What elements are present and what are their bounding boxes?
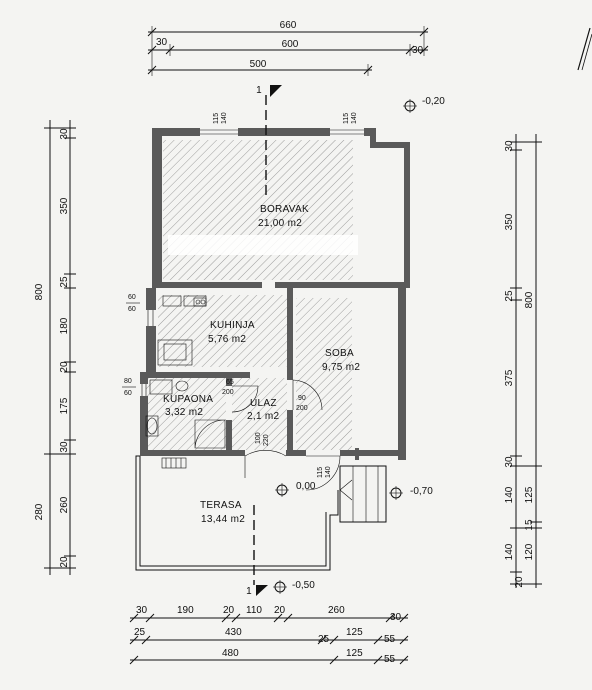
dim-bottom-r2-0: 25: [134, 627, 146, 638]
win-top-right-w: 115: [343, 113, 350, 124]
dim-right-lower-5: 20: [514, 576, 525, 588]
dim-right-seg-3: 375: [504, 369, 515, 386]
dim-bottom-r2-3: 125: [346, 627, 363, 638]
dim-right-seg-0: 30: [504, 140, 515, 152]
door-terrace-w: 115: [317, 467, 324, 478]
elevation-stair: -0,70: [389, 486, 433, 500]
win-top-left-h: 140: [221, 112, 228, 124]
bottom-dimensions: 30 190 20 110 20 260 30 25 430 25 125 55…: [129, 605, 409, 665]
room-name-kupaona: KUPAONA: [163, 394, 213, 405]
dim-right-lower-1: 125: [524, 486, 535, 503]
door-terrace-h: 140: [325, 466, 332, 478]
dim-bottom-r3-0: 480: [222, 648, 239, 659]
door-room-w: 90: [298, 395, 306, 402]
door-entry-w: 100: [255, 432, 262, 444]
dim-bottom-r3-2: 55: [384, 654, 396, 665]
win-kitchen-h: 60: [128, 306, 136, 313]
elevation-bottom: -0,50: [273, 580, 315, 594]
dim-right-lower-4: 120: [524, 543, 535, 560]
walls: [140, 128, 410, 460]
room-area-boravak: 21,00 m2: [258, 218, 302, 229]
dim-top-overall: 660: [280, 20, 297, 31]
dim-bottom-r1-5: 260: [328, 605, 345, 616]
dim-bottom-r2-4: 55: [384, 634, 396, 645]
section-line: 1 1: [246, 85, 282, 597]
elevation-top-right: -0,20: [403, 96, 445, 113]
door-bath-h: 200: [222, 389, 234, 396]
win-bath-h: 60: [124, 390, 132, 397]
dim-left-seg-3: 180: [59, 317, 70, 334]
room-area-ulaz: 2,1 m2: [247, 411, 280, 422]
terrace-outline: [135, 455, 339, 571]
room-area-kupaona: 3,32 m2: [165, 407, 203, 418]
svg-text:-0,70: -0,70: [410, 486, 433, 497]
dim-top-span: 500: [250, 59, 267, 70]
win-top-left-w: 115: [213, 113, 220, 124]
win-kitchen-w: 60: [128, 294, 136, 301]
dim-bottom-r3-1: 125: [346, 648, 363, 659]
dim-right-lower-2: 15: [524, 519, 535, 531]
dim-bottom-r1-3: 110: [246, 605, 262, 616]
dim-right-overall: 800: [524, 291, 535, 308]
dim-right-seg-4: 30: [504, 456, 515, 468]
dim-left-ter-seg-0: 260: [59, 496, 70, 513]
dim-left-seg-6: 30: [59, 441, 70, 453]
room-area-kuhinja: 5,76 m2: [208, 334, 246, 345]
dim-bottom-r1-4: 20: [274, 605, 286, 616]
dim-left-seg-0: 30: [59, 128, 70, 140]
door-entry-h: 220: [263, 434, 270, 446]
room-name-kuhinja: KUHINJA: [210, 320, 255, 331]
top-dimensions: 660 30 600 30 500: [147, 20, 429, 76]
dim-bottom-r1-2: 20: [223, 605, 235, 616]
dim-left-ter-total: 280: [34, 503, 45, 520]
room-area-soba: 9,75 m2: [322, 362, 360, 373]
dim-right-lower-3: 140: [504, 543, 515, 560]
stairs: [339, 465, 387, 523]
dim-right-seg-1: 350: [504, 213, 515, 230]
dim-left-seg-5: 175: [59, 397, 70, 414]
dim-bottom-r1-0: 30: [136, 605, 148, 616]
dim-bottom-r1-1: 190: [177, 605, 194, 616]
right-dimensions: 30 350 25 800 375 30 140 125 15 140 120 …: [504, 134, 542, 588]
dim-left-ter-seg-1: 20: [59, 556, 70, 568]
room-fills: [146, 140, 358, 450]
room-labels: BORAVAK 21,00 m2 KUHINJA 5,76 m2 SOBA 9,…: [163, 204, 360, 525]
win-top-right-h: 140: [351, 112, 358, 124]
room-name-soba: SOBA: [325, 348, 354, 359]
corner-mark: [577, 27, 592, 71]
dim-left-overall: 800: [34, 283, 45, 300]
dim-bottom-r2-1: 430: [225, 627, 242, 638]
dim-right-lower-0: 140: [504, 486, 515, 503]
dim-left-seg-1: 350: [59, 197, 70, 214]
dim-left-seg-2: 25: [59, 276, 70, 288]
fixtures: [145, 295, 226, 469]
svg-text:-0,20: -0,20: [422, 96, 445, 107]
dim-bottom-r1-6: 30: [390, 612, 402, 623]
door-bath-w: 65: [226, 379, 234, 386]
dim-top-left-offset: 30: [156, 37, 168, 48]
win-bath-w: 80: [124, 378, 132, 385]
doors: [231, 379, 341, 491]
dim-bottom-r2-2: 25: [318, 634, 330, 645]
dim-top-inner: 600: [282, 39, 299, 50]
room-area-terasa: 13,44 m2: [201, 514, 245, 525]
room-name-terasa: TERASA: [200, 500, 242, 511]
svg-text:0,00: 0,00: [296, 481, 316, 492]
dim-left-seg-4: 20: [59, 361, 70, 373]
dim-right-seg-2: 25: [504, 290, 515, 302]
dim-top-right-offset: 30: [412, 45, 424, 56]
opening-labels: 115 140 115 140 60 60 80 60 65 200 90 20…: [122, 112, 358, 478]
svg-text:-0,50: -0,50: [292, 580, 315, 591]
section-mark-bottom: 1: [246, 586, 252, 597]
room-name-ulaz: ULAZ: [250, 398, 277, 409]
door-room-h: 200: [296, 405, 308, 412]
section-mark-top: 1: [256, 85, 262, 96]
elevation-markers: -0,20 0,00 -0,70 -0,50: [273, 96, 445, 594]
left-dimensions: 800 30 350 25 180 20 175 30 280 260 20: [34, 120, 76, 575]
elevation-entry: 0,00: [275, 481, 316, 497]
room-name-boravak: BORAVAK: [260, 204, 309, 215]
windows: [141, 129, 364, 396]
